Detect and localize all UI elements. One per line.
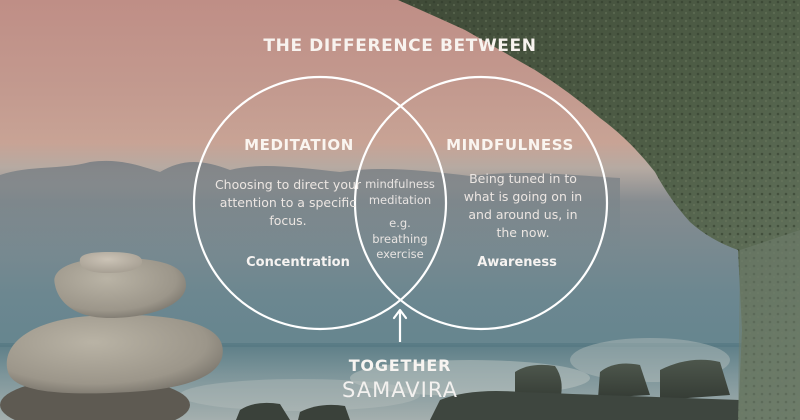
meditation-keyword: Concentration bbox=[246, 255, 350, 270]
meditation-heading: MEDITATION bbox=[244, 136, 354, 154]
arrow-up-icon bbox=[392, 308, 408, 342]
page-title: THE DIFFERENCE BETWEEN bbox=[263, 36, 537, 56]
mindfulness-description: Being tuned in to what is going on in an… bbox=[463, 171, 583, 240]
intersection-label: mindfulness meditation bbox=[365, 177, 435, 207]
mindfulness-heading: MINDFULNESS bbox=[446, 136, 574, 154]
mindfulness-keyword: Awareness bbox=[477, 255, 557, 270]
intersection-example: e.g. breathing exercise bbox=[372, 216, 428, 261]
left-circle bbox=[192, 75, 448, 331]
meditation-description: Choosing to direct your attention to a s… bbox=[214, 177, 362, 228]
brand-logo: SAMAVIRA bbox=[342, 378, 458, 402]
together-label: TOGETHER bbox=[348, 356, 452, 375]
right-circle bbox=[353, 75, 609, 331]
